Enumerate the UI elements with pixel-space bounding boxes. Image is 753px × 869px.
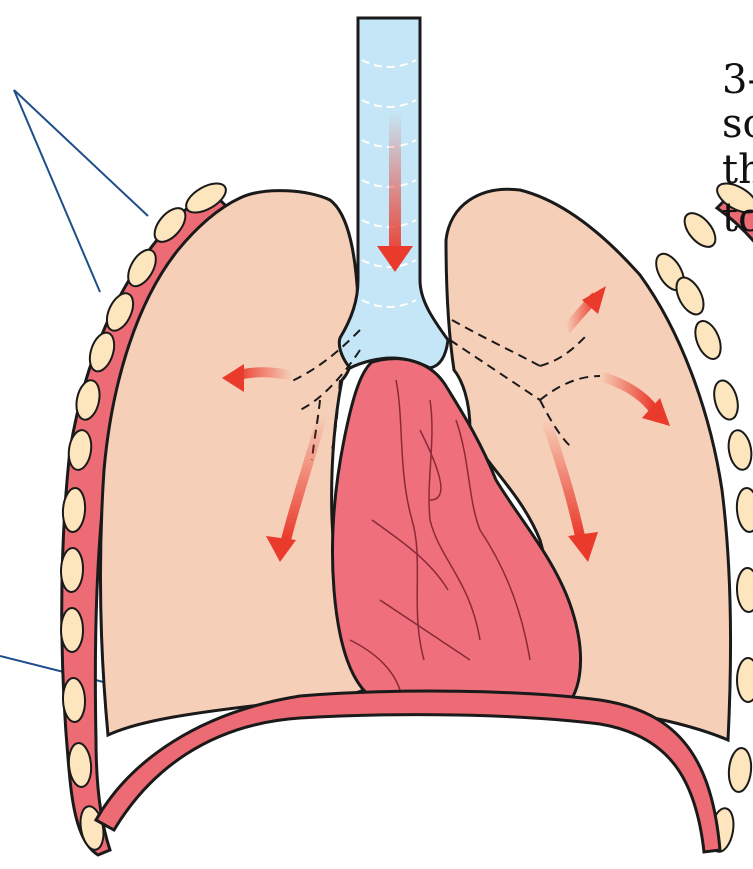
caption-line-4: to: [722, 198, 753, 238]
caption-line-3: th: [722, 150, 753, 190]
caption-line-2: so: [722, 104, 753, 144]
caption-line-1: 3-: [722, 60, 753, 100]
